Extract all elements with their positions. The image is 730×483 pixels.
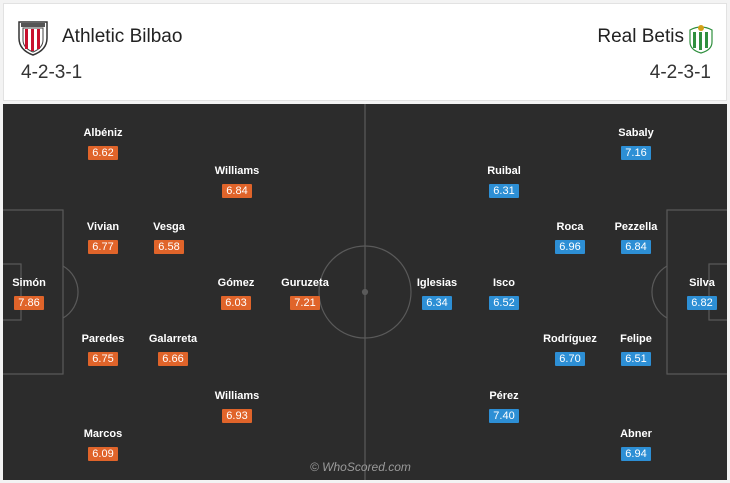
away-player[interactable]: Rodríguez 6.70 [530,333,610,367]
player-name: Iglesias [416,277,458,289]
player-name: Guruzeta [281,277,329,289]
player-name: Marcos [83,428,123,440]
player-rating: 6.03 [221,296,251,310]
player-name: Silva [689,277,715,289]
away-player[interactable]: Roca 6.96 [530,221,610,255]
player-name: Ruibal [487,165,521,177]
player-name: Pérez [489,390,519,402]
player-rating: 6.51 [621,352,651,366]
player-rating: 7.21 [290,296,320,310]
away-player[interactable]: Abner 6.94 [596,428,676,462]
player-rating: 6.62 [88,146,118,160]
home-formation: 4-2-3-1 [21,62,83,83]
player-name: Simón [12,277,46,289]
player-name: Felipe [620,333,652,345]
away-formation: 4-2-3-1 [649,62,711,83]
player-rating: 6.82 [687,296,717,310]
home-player[interactable]: Williams 6.84 [197,165,277,199]
pitch-markings [3,104,727,480]
away-player[interactable]: Ruibal 6.31 [464,165,544,199]
away-player[interactable]: Sabaly 7.16 [596,127,676,161]
player-name: Abner [620,428,652,440]
away-player[interactable]: Pérez 7.40 [464,390,544,424]
home-player[interactable]: Simón 7.86 [3,277,69,311]
player-name: Albéniz [83,127,123,139]
player-name: Isco [492,277,515,289]
athletic-bilbao-crest-icon [18,21,48,56]
home-player[interactable]: Marcos 6.09 [63,428,143,462]
player-rating: 6.93 [222,409,252,423]
player-rating: 6.31 [489,184,519,198]
player-name: Vesga [153,221,185,233]
player-name: Rodríguez [543,333,597,345]
player-rating: 6.09 [88,447,118,461]
home-player[interactable]: Vivian 6.77 [63,221,143,255]
home-player[interactable]: Guruzeta 7.21 [265,277,345,311]
player-rating: 6.84 [222,184,252,198]
away-player[interactable]: Silva 6.82 [662,277,727,311]
player-rating: 6.96 [555,240,585,254]
away-team-name[interactable]: Real Betis [597,26,684,47]
pitch: Albéniz 6.62 Williams 6.84 Vivian 6.77 V… [3,104,727,480]
player-rating: 6.34 [422,296,452,310]
away-player[interactable]: Pezzella 6.84 [596,221,676,255]
player-name: Paredes [81,333,125,345]
player-rating: 6.58 [154,240,184,254]
player-rating: 6.84 [621,240,651,254]
player-name: Galarreta [148,333,198,345]
player-rating: 6.77 [88,240,118,254]
player-name: Sabaly [618,127,654,139]
home-player[interactable]: Galarreta 6.66 [133,333,213,367]
home-player[interactable]: Williams 6.93 [197,390,277,424]
player-rating: 6.52 [489,296,519,310]
player-rating: 6.70 [555,352,585,366]
real-betis-crest-icon [689,25,713,54]
player-rating: 7.86 [14,296,44,310]
home-team-name[interactable]: Athletic Bilbao [62,26,183,47]
watermark: © WhoScored.com [310,460,411,474]
player-rating: 7.16 [621,146,651,160]
away-player[interactable]: Felipe 6.51 [596,333,676,367]
away-player[interactable]: Isco 6.52 [464,277,544,311]
player-name: Roca [556,221,584,233]
home-player[interactable]: Vesga 6.58 [129,221,209,255]
player-name: Williams [214,390,260,402]
home-player[interactable]: Gómez 6.03 [196,277,276,311]
player-name: Williams [214,165,260,177]
player-rating: 6.66 [158,352,188,366]
match-header: Athletic Bilbao 4-2-3-1 Real Betis 4-2-3… [3,3,727,101]
player-rating: 6.94 [621,447,651,461]
player-name: Pezzella [614,221,658,233]
player-name: Vivian [86,221,120,233]
player-rating: 6.75 [88,352,118,366]
player-name: Gómez [217,277,255,289]
player-rating: 7.40 [489,409,519,423]
home-player[interactable]: Paredes 6.75 [63,333,143,367]
home-player[interactable]: Albéniz 6.62 [63,127,143,161]
away-player[interactable]: Iglesias 6.34 [397,277,477,311]
